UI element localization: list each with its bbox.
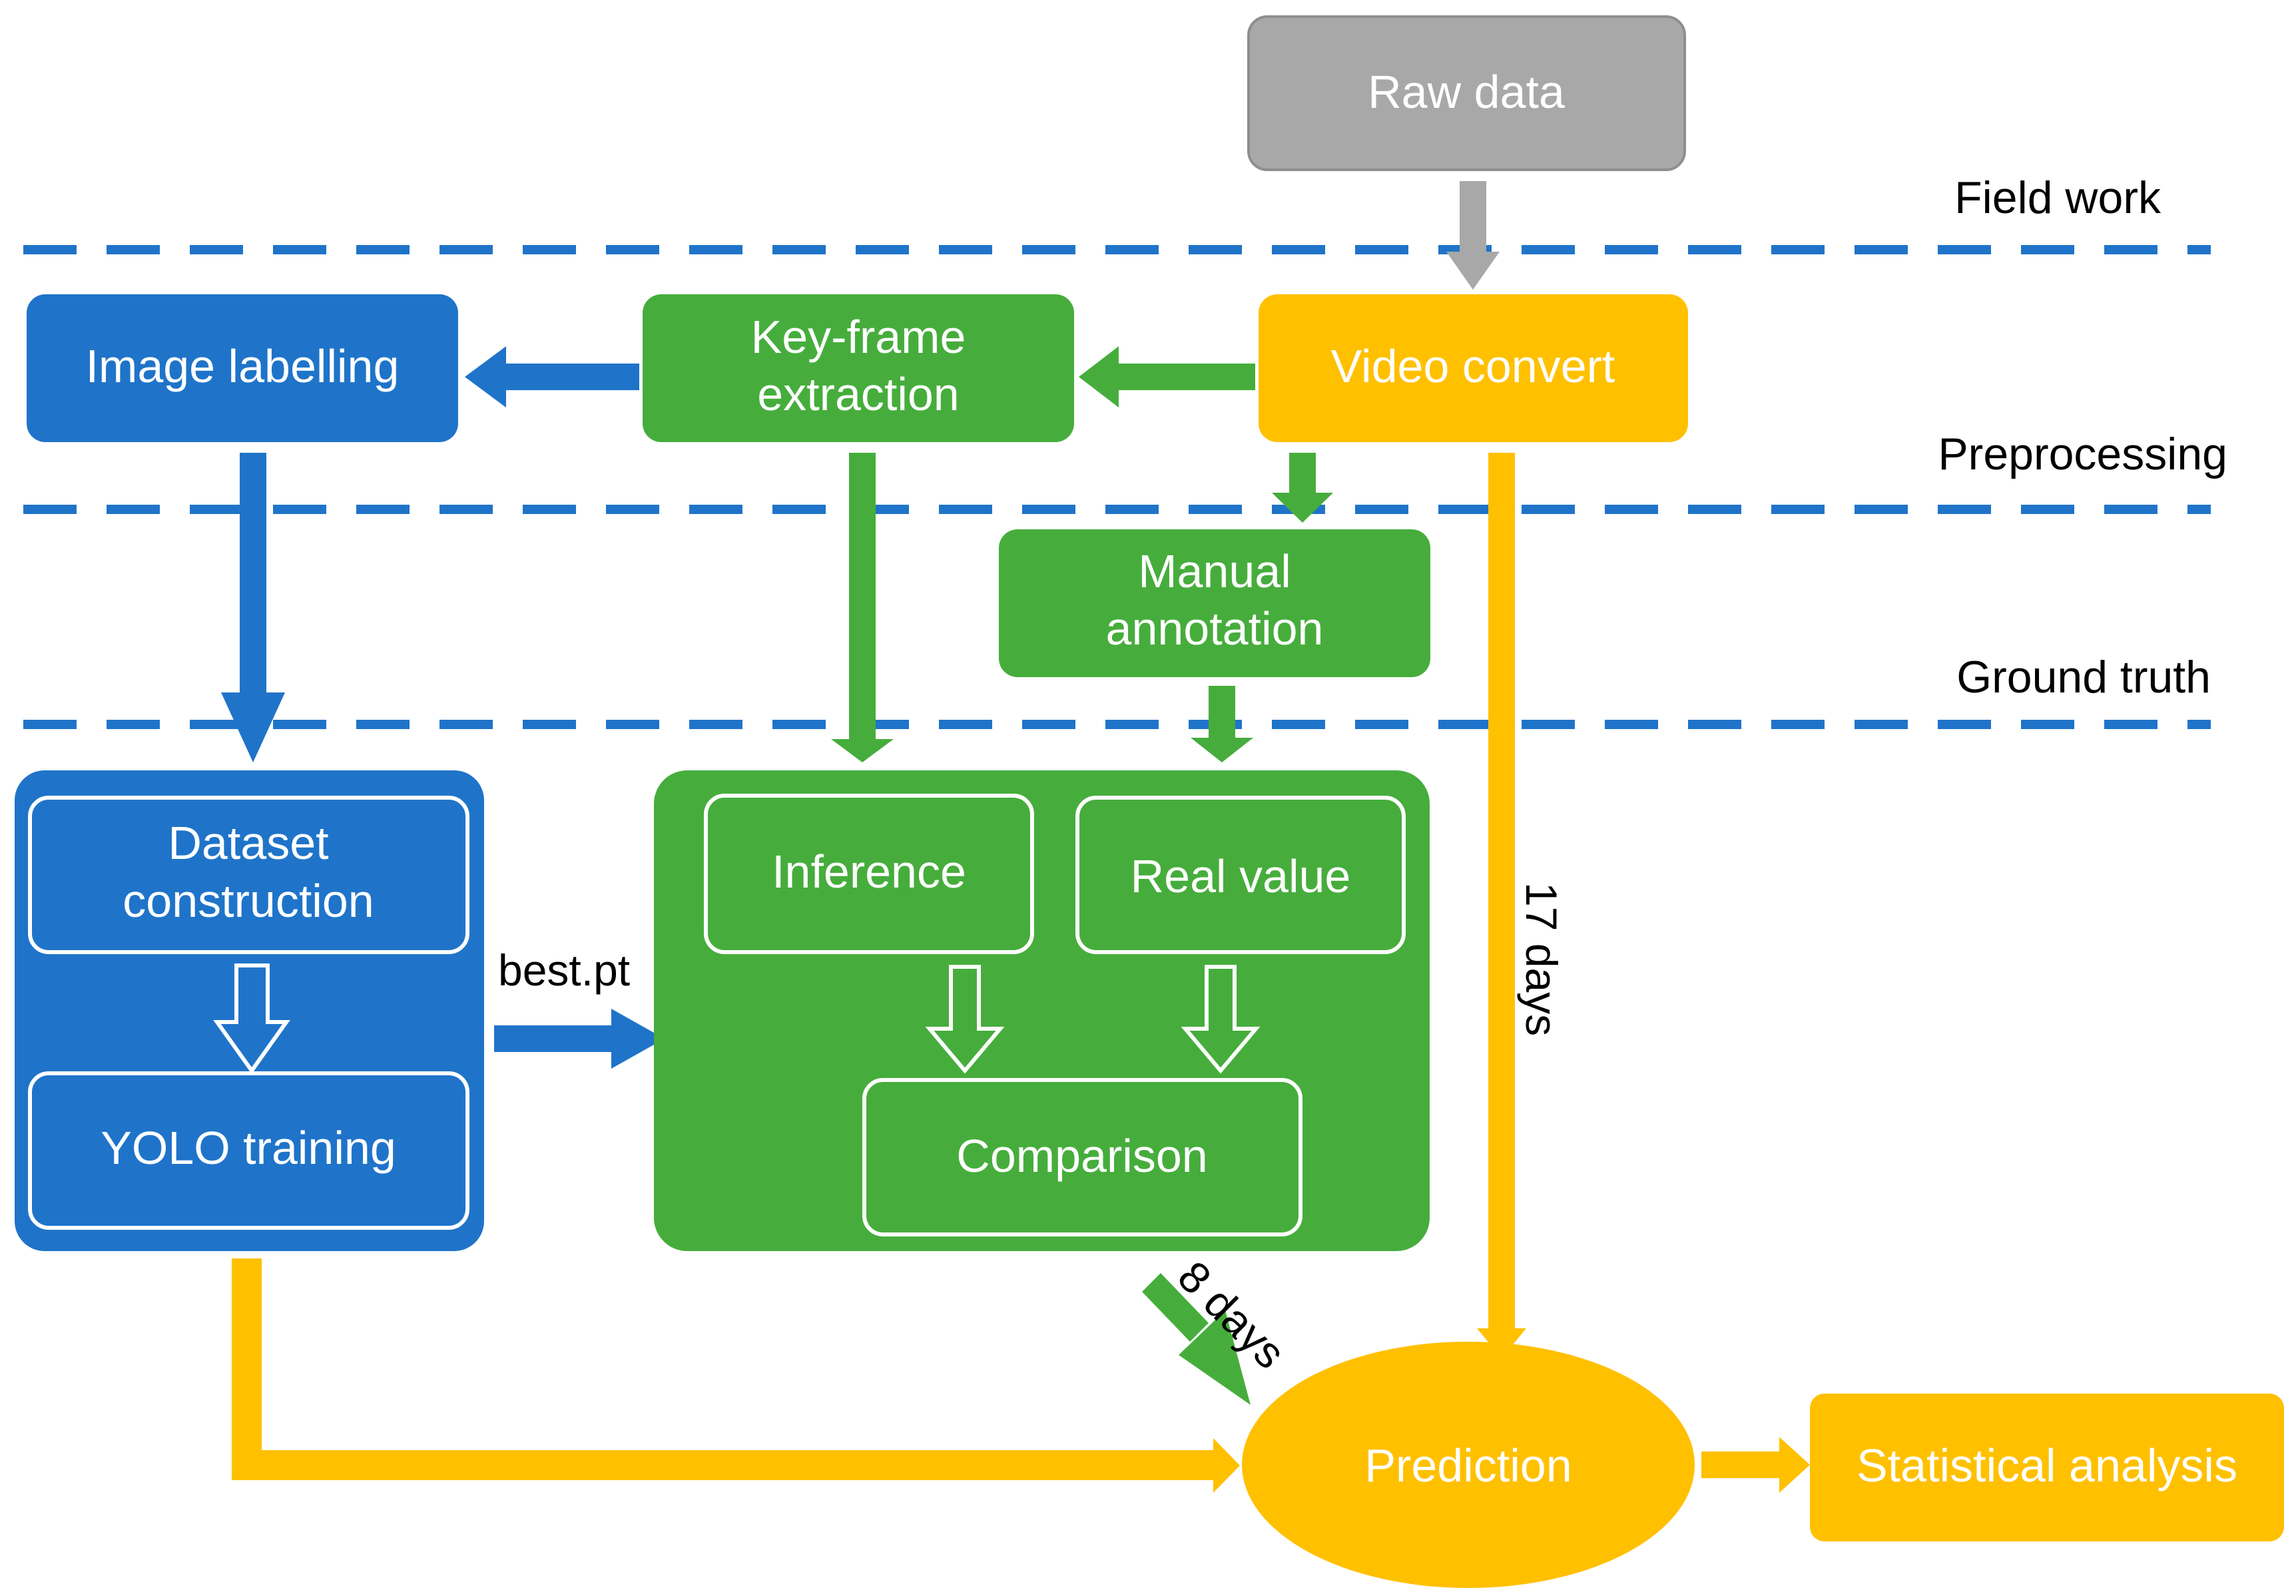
keyframe-extraction-box (643, 294, 1074, 442)
arrow-video-to-manual (1272, 453, 1333, 523)
arrow-raw-to-video (1446, 181, 1500, 290)
comparison-label: Comparison (956, 1130, 1207, 1182)
comparison-box (862, 1078, 1302, 1236)
arrow-inference-to-comparison (925, 965, 1005, 1074)
dataset-construction-label-line1: Dataset (168, 817, 328, 869)
stage-label-preprocessing: Preprocessing (1938, 429, 2227, 479)
arrow-dataset-to-yolo (213, 963, 290, 1075)
keyframe-extraction-label-line1: Key-frame (751, 311, 966, 363)
statistical-analysis-box (1810, 1394, 2284, 1541)
arrow-comparison-to-prediction (1142, 1273, 1251, 1405)
keyframe-extraction-label-line2: extraction (757, 368, 959, 420)
stage-separators (23, 245, 2211, 729)
inference-box (704, 794, 1034, 954)
image-labelling-box (27, 294, 458, 442)
arrow-keyframe-to-inference (831, 453, 894, 762)
manual-annotation-label-line2: annotation (1106, 603, 1324, 655)
video-convert-label: Video convert (1331, 340, 1615, 392)
statistical-analysis-label: Statistical analysis (1857, 1440, 2237, 1491)
arrow-realvalue-to-comparison (1181, 965, 1261, 1074)
stage-label-field-work: Field work (1954, 172, 2161, 223)
arrow-video-to-keyframe (1079, 346, 1255, 407)
dataset-construction-label-line2: construction (123, 875, 374, 927)
dataset-construction-box (28, 796, 469, 954)
raw-data-label: Raw data (1368, 66, 1565, 118)
arrow-labelling-to-dataset (221, 453, 285, 762)
days-17-label: 17 days (1517, 882, 1566, 1036)
arrow-prediction-to-statistics (1701, 1437, 1810, 1493)
inference-label: Inference (772, 846, 966, 898)
image-labelling-label: Image labelling (86, 340, 400, 392)
real-value-label: Real value (1131, 850, 1351, 902)
arrow-keyframe-to-labelling (465, 346, 639, 407)
arrow-yolo-to-prediction (232, 1258, 1240, 1493)
yolo-training-label: YOLO training (101, 1122, 396, 1174)
manual-annotation-label-line1: Manual (1138, 545, 1291, 597)
prediction-label: Prediction (1364, 1440, 1572, 1491)
yolo-training-box (28, 1071, 469, 1230)
real-value-box (1075, 796, 1406, 954)
evaluation-group (654, 770, 1430, 1251)
best-pt-label: best.pt (498, 945, 630, 995)
raw-data-box (1247, 15, 1686, 171)
arrow-manual-to-realvalue (1191, 686, 1253, 762)
manual-annotation-box (999, 529, 1430, 677)
stage-label-ground-truth: Ground truth (1956, 652, 2211, 702)
training-group (15, 770, 484, 1251)
prediction-node (1242, 1342, 1695, 1588)
arrow-best-pt (494, 1009, 665, 1069)
video-convert-box (1259, 294, 1688, 442)
